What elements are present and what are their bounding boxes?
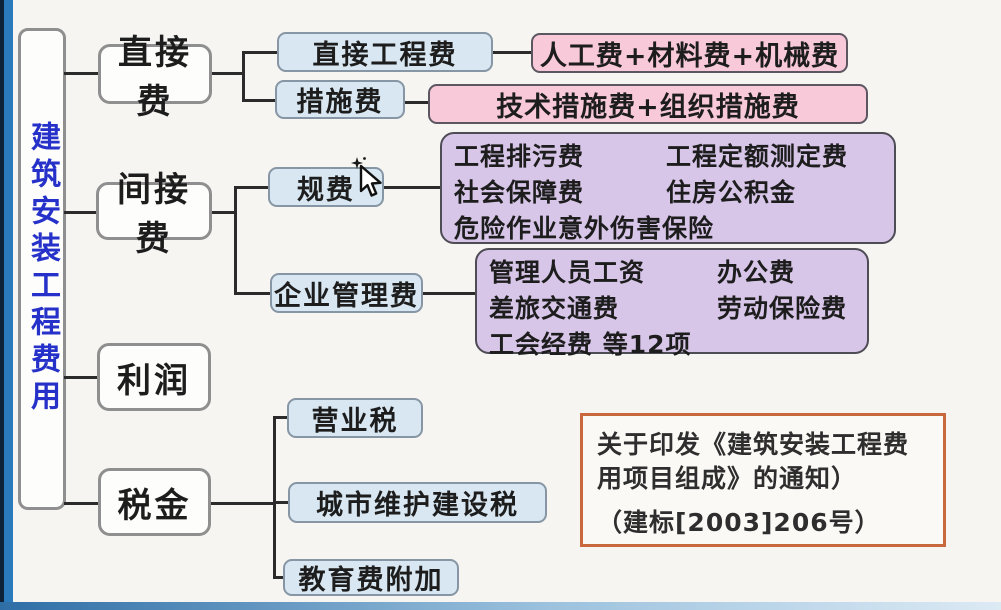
notice-box: 关于印发《建筑安装工程费用项目组成》的通知） （建标[2003]206号） (580, 413, 946, 547)
frame-left-edge (0, 0, 4, 610)
connector-indirect-stem (212, 211, 237, 214)
node-root-label: 建筑安装工程费用 (25, 121, 60, 417)
detail-cell: 劳动保险费 (717, 294, 848, 323)
node-direct-engineering-fee-label: 直接工程费 (312, 39, 458, 71)
connector-to-regulation-fee (234, 186, 268, 189)
connector-to-education-surcharge (273, 576, 283, 579)
notice-line1: 关于印发《建筑安装工程费用项目组成》的通知） (597, 430, 910, 493)
connector-to-management-fee (234, 292, 270, 295)
detail-cell: 差旅交通费 (489, 294, 620, 323)
connector-to-measure-fee (242, 99, 275, 102)
node-tech-org-measure-label: 技术措施费+组织措施费 (496, 91, 800, 123)
node-tax: 税金 (98, 468, 211, 536)
detail-cell: 工程排污费 (454, 142, 585, 171)
detail-cell: 办公费 (717, 258, 796, 287)
node-business-tax-label: 营业税 (311, 405, 399, 437)
node-direct-engineering-fee: 直接工程费 (277, 32, 493, 72)
node-labor-material-machine: 人工费+材料费+机械费 (531, 33, 848, 73)
detail-row: 工程排污费 工程定额测定费 (454, 139, 894, 175)
connector-engineering-to-labor (493, 51, 531, 54)
connector-regulation-to-detail (384, 186, 440, 189)
connector-measure-to-tech (405, 101, 428, 104)
connector-to-urban-tax (273, 501, 288, 504)
connector-indirect-vertical (234, 186, 237, 295)
frame-left-strip (4, 0, 13, 610)
node-labor-material-machine-label: 人工费+材料费+机械费 (539, 40, 840, 72)
detail-cell: 危险作业意外伤害保险 (454, 214, 715, 243)
node-indirect-cost-label: 间接费 (117, 170, 191, 259)
node-profit-label: 利润 (117, 360, 191, 401)
node-root: 建筑安装工程费用 (18, 28, 66, 510)
node-regulation-fee-label: 规费 (297, 174, 355, 206)
node-urban-maintenance-tax: 城市维护建设税 (288, 482, 547, 523)
node-urban-maintenance-tax-label: 城市维护建设税 (316, 490, 519, 521)
connector-root-indirect (64, 211, 96, 214)
detail-row: 危险作业意外伤害保险 (454, 211, 894, 247)
management-fee-detail-box: 管理人员工资 办公费 差旅交通费 劳动保险费 工会经费 等12项 (475, 248, 869, 359)
frame-bottom-strip (0, 602, 1001, 610)
mouse-pointer-icon (351, 157, 382, 197)
connector-management-to-detail (423, 292, 475, 295)
node-education-surcharge: 教育费附加 (283, 559, 459, 596)
node-enterprise-management-fee: 企业管理费 (270, 273, 423, 313)
connector-root-tax (64, 502, 98, 505)
detail-cell: 社会保障费 (454, 178, 585, 207)
node-direct-cost: 直接费 (98, 33, 212, 122)
node-business-tax: 营业税 (287, 398, 423, 438)
node-direct-cost-label: 直接费 (118, 33, 192, 122)
node-enterprise-management-fee-label: 企业管理费 (274, 280, 419, 312)
node-education-surcharge-label: 教育费附加 (298, 565, 444, 596)
connector-tax-vertical (273, 416, 276, 578)
connector-root-profit (64, 376, 97, 379)
connector-root-direct (64, 72, 98, 75)
detail-row: 工会经费 等12项 (489, 327, 867, 363)
node-measure-fee: 措施费 (275, 80, 405, 119)
node-indirect-cost: 间接费 (96, 170, 212, 259)
detail-cell: 住房公积金 (666, 178, 797, 207)
detail-cell: 工会经费 等12项 (489, 330, 692, 359)
notice-line2: （建标[2003]206号） (597, 508, 881, 537)
connector-tax-stem (211, 502, 273, 505)
node-tech-org-measure: 技术措施费+组织措施费 (428, 84, 868, 124)
detail-row: 管理人员工资 办公费 (489, 255, 867, 291)
connector-direct-stem (212, 72, 242, 75)
node-profit: 利润 (97, 343, 211, 411)
detail-cell: 工程定额测定费 (666, 142, 849, 171)
regulation-fee-detail-box: 工程排污费 工程定额测定费 社会保障费 住房公积金 危险作业意外伤害保险 (440, 132, 896, 244)
connector-direct-vertical (242, 51, 245, 102)
node-tax-label: 税金 (117, 485, 192, 526)
connector-to-direct-engineering (242, 51, 277, 54)
connector-to-business-tax (273, 416, 287, 419)
node-measure-fee-label: 措施费 (296, 87, 384, 118)
detail-row: 差旅交通费 劳动保险费 (489, 291, 867, 327)
detail-cell: 管理人员工资 (489, 258, 646, 287)
detail-row: 社会保障费 住房公积金 (454, 175, 894, 211)
